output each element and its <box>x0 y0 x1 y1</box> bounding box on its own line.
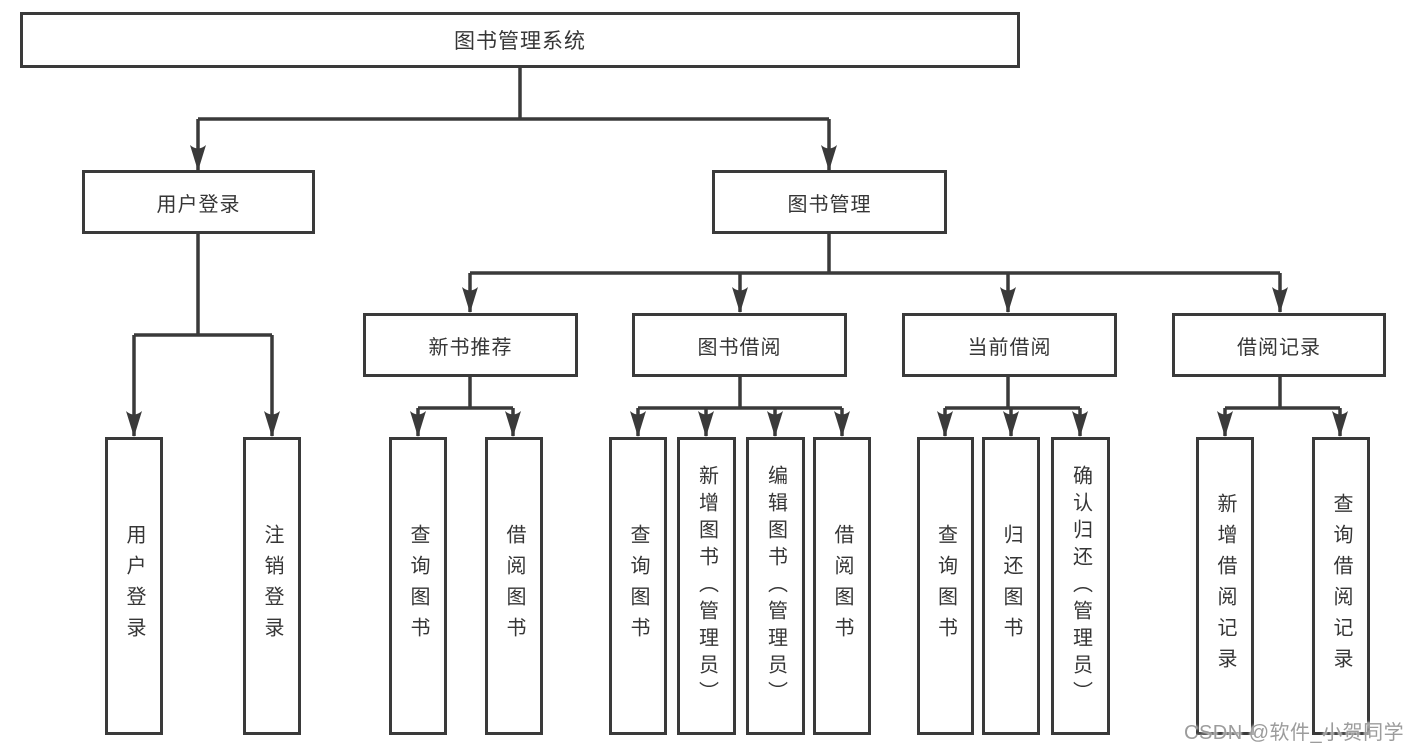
branch-borrow-records <box>1225 377 1340 410</box>
leaf-borrow-query-books-label: 查询图书 <box>627 524 649 648</box>
branch-book-borrow <box>638 377 842 410</box>
leaf-current-query-books: 查询图书 <box>917 437 974 735</box>
leaf-borrow-edit-books-admin-label: 编辑图书（管理员） <box>764 464 787 708</box>
leaf-records-query-record-label: 查询借阅记录 <box>1330 493 1352 679</box>
node-book-management: 图书管理 <box>712 170 947 234</box>
leaf-current-query-books-label: 查询图书 <box>934 524 957 648</box>
leaf-records-query-record: 查询借阅记录 <box>1312 437 1370 735</box>
node-book-management-label: 图书管理 <box>787 193 872 216</box>
leaf-user-login: 用户登录 <box>105 437 163 735</box>
leaf-borrow-borrow-books: 借阅图书 <box>813 437 871 735</box>
leaf-newbooks-borrow-books-label: 借阅图书 <box>503 524 525 648</box>
node-book-borrow: 图书借阅 <box>632 313 847 377</box>
node-library-system-label: 图书管理系统 <box>454 30 586 53</box>
node-book-borrow-label: 图书借阅 <box>697 336 782 359</box>
leaf-logout-label: 注销登录 <box>261 524 283 648</box>
branch-root <box>198 68 829 121</box>
node-user-login-label: 用户登录 <box>156 193 241 216</box>
branch-user-login <box>134 234 272 337</box>
leaf-user-login-label: 用户登录 <box>123 524 145 648</box>
node-user-login: 用户登录 <box>82 170 315 234</box>
node-borrow-records: 借阅记录 <box>1172 313 1386 377</box>
branch-current-borrow <box>945 377 1080 410</box>
leaf-borrow-query-books: 查询图书 <box>609 437 667 735</box>
leaf-current-confirm-return-admin: 确认归还（管理员） <box>1051 437 1110 735</box>
node-new-book-recommend: 新书推荐 <box>363 313 578 377</box>
leaf-newbooks-query-books-label: 查询图书 <box>407 524 429 648</box>
csdn-watermark: CSDN @软件_小贺同学 <box>1184 722 1405 744</box>
node-new-book-recommend-label: 新书推荐 <box>428 336 513 359</box>
leaf-newbooks-query-books: 查询图书 <box>389 437 447 735</box>
leaf-current-confirm-return-admin-label: 确认归还（管理员） <box>1069 464 1092 708</box>
leaf-borrow-add-books-admin-label: 新增图书（管理员） <box>695 464 718 708</box>
leaf-current-return-books-label: 归还图书 <box>1000 524 1022 648</box>
branch-book-mgmt <box>470 234 1280 275</box>
branch-new-books <box>418 377 513 410</box>
leaf-records-add-record: 新增借阅记录 <box>1196 437 1254 735</box>
leaf-borrow-borrow-books-label: 借阅图书 <box>831 524 853 648</box>
leaf-current-return-books: 归还图书 <box>982 437 1040 735</box>
leaf-records-add-record-label: 新增借阅记录 <box>1214 493 1236 679</box>
node-library-system: 图书管理系统 <box>20 12 1020 68</box>
leaf-newbooks-borrow-books: 借阅图书 <box>485 437 543 735</box>
leaf-borrow-add-books-admin: 新增图书（管理员） <box>677 437 736 735</box>
node-current-borrow: 当前借阅 <box>902 313 1117 377</box>
leaf-borrow-edit-books-admin: 编辑图书（管理员） <box>746 437 805 735</box>
node-current-borrow-label: 当前借阅 <box>967 336 1052 359</box>
node-borrow-records-label: 借阅记录 <box>1237 336 1321 359</box>
leaf-logout: 注销登录 <box>243 437 301 735</box>
